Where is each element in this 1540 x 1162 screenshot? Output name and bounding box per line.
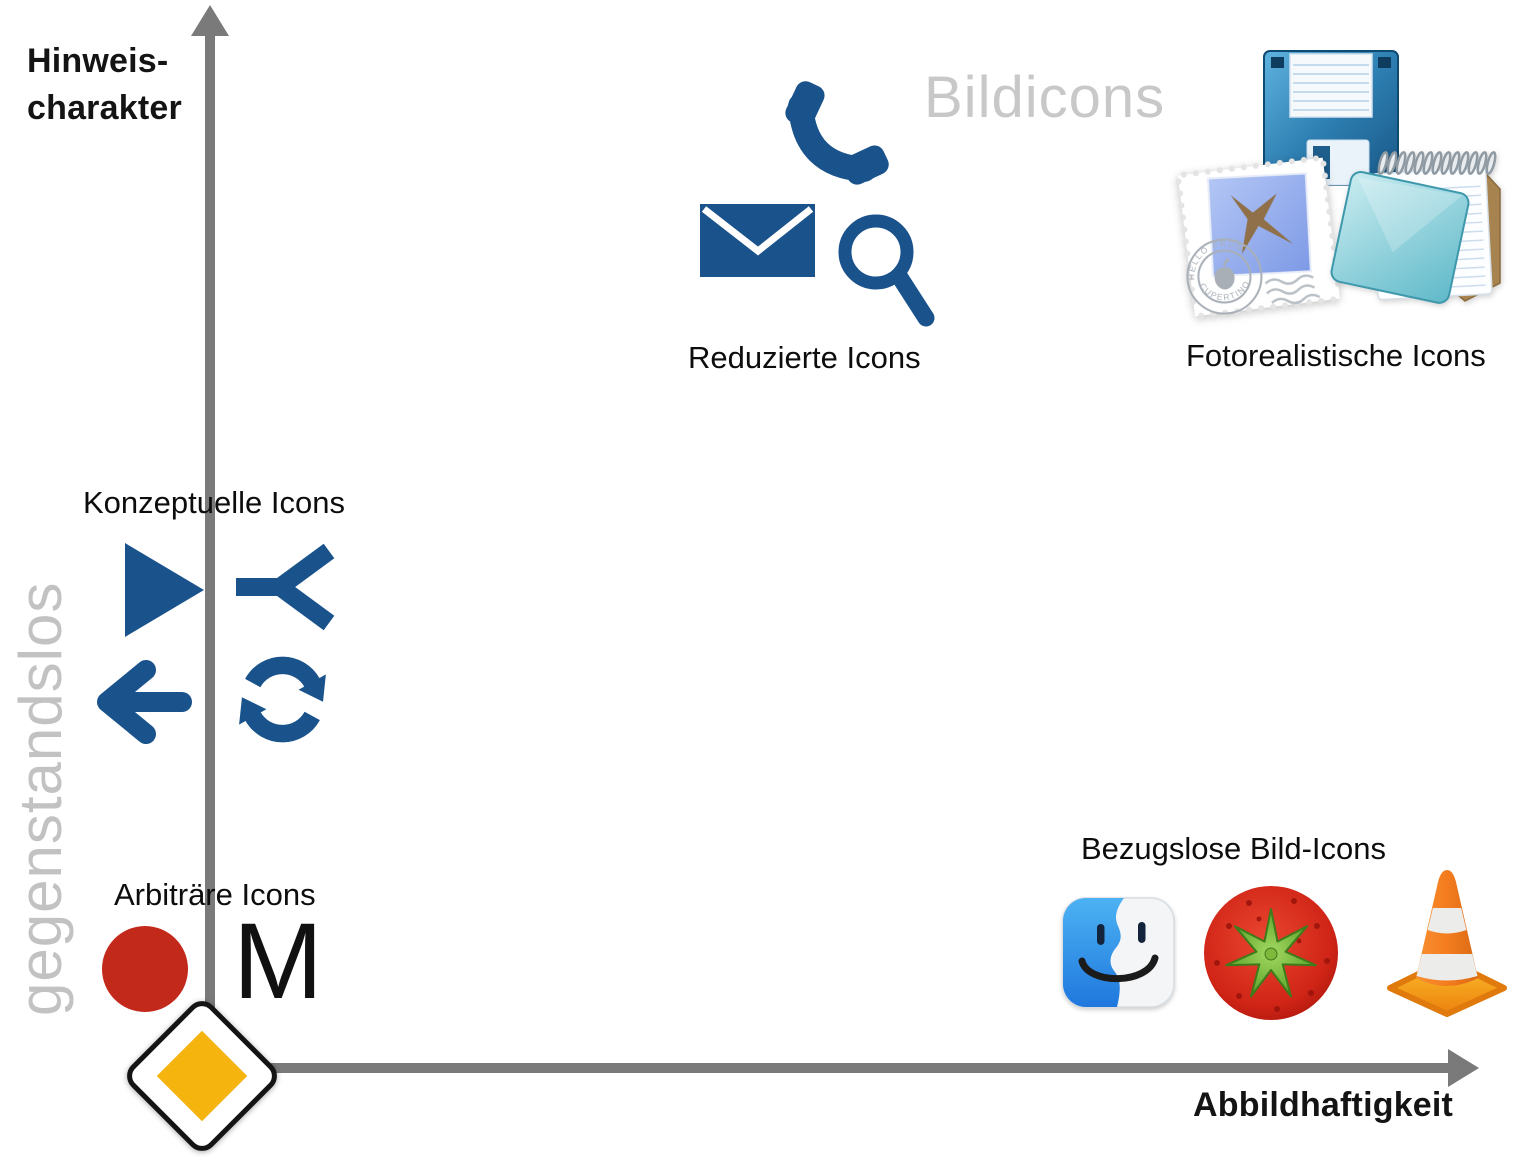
floppy-disk-icon (1263, 50, 1399, 186)
refresh-cycle-icon (239, 656, 326, 743)
vertical-side-label: gegenstandslos (7, 581, 74, 1016)
watermark-bildicons: Bildicons (924, 65, 1166, 130)
cone-base (1387, 957, 1507, 1017)
x-axis-label: Abbildhaftigkeit (1193, 1086, 1454, 1124)
x-axis-arrowhead-icon (1448, 1049, 1479, 1087)
spiral-binding (1377, 151, 1497, 175)
y-axis-line (205, 28, 215, 1072)
postmark-circle (1186, 238, 1263, 315)
strawberry-seeds (1214, 898, 1330, 1012)
play-triangle-icon (125, 543, 204, 637)
y-axis-label-line1: Hinweis- (27, 42, 169, 80)
finder-eye (1138, 922, 1146, 943)
letter-m: M (233, 900, 323, 1021)
envelope-icon (700, 204, 815, 277)
group-label-bezugslose: Bezugslose Bild-Icons (1081, 831, 1386, 866)
x-axis-line (210, 1063, 1450, 1073)
floppy-corner-notch (1378, 57, 1391, 68)
vlc-cone-icon (1387, 870, 1507, 1017)
finder-face-icon (1062, 897, 1175, 1008)
priority-road-sign-icon (127, 1001, 277, 1151)
cancellation-waves (1264, 274, 1321, 305)
hawk-silhouette (1230, 193, 1293, 255)
floppy-corner-notch (1271, 57, 1284, 68)
notepad-cover (1330, 171, 1470, 304)
cone-stripe (1416, 954, 1478, 981)
mail-stamp-icon: HELLO FROM CUPERTINO CA (1166, 154, 1343, 319)
floppy-label (1289, 53, 1373, 118)
y-axis-label-line2: charakter (27, 89, 182, 127)
y-axis-label: Hinweis- charakter (27, 38, 182, 132)
finder-eye (1097, 924, 1105, 945)
strawberry-icon (1204, 886, 1338, 1020)
cone-stripe (1427, 908, 1467, 934)
finder-smile (1078, 954, 1159, 983)
phone-icon (785, 81, 889, 185)
red-dot-icon (102, 926, 188, 1012)
merge-branch-icon (236, 543, 335, 631)
apple-logo-icon (1214, 257, 1235, 290)
notepad-icon (1330, 151, 1501, 304)
magnifier-icon (838, 214, 935, 327)
y-axis-arrowhead-icon (191, 5, 229, 36)
group-label-reduzierte: Reduzierte Icons (688, 340, 921, 375)
group-label-fotorealistische: Fotorealistische Icons (1186, 338, 1486, 373)
group-label-arbitraere: Arbiträre Icons (114, 877, 316, 912)
arrow-left-icon (97, 660, 192, 744)
group-label-konzeptuelle: Konzeptuelle Icons (83, 485, 345, 520)
